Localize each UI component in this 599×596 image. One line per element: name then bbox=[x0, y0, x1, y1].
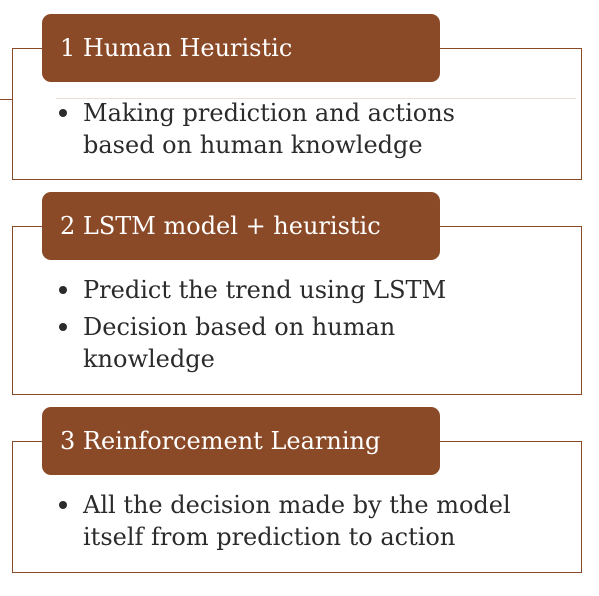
section-1-header: 1 Human Heuristic bbox=[42, 14, 440, 82]
bullet-text: Making prediction and actions based on h… bbox=[83, 99, 455, 159]
bullet-text: All the decision made by the model itsel… bbox=[83, 491, 511, 551]
bullet-dot-icon bbox=[59, 286, 67, 294]
list-item: All the decision made by the model itsel… bbox=[58, 489, 548, 553]
section-1-divider bbox=[56, 98, 576, 99]
bullet-dot-icon bbox=[59, 501, 67, 509]
bullet-dot-icon bbox=[59, 109, 67, 117]
bullet-dot-icon bbox=[59, 323, 67, 331]
list-item: Decision based on human knowledge bbox=[58, 311, 458, 375]
bullet-text: Decision based on human knowledge bbox=[83, 313, 396, 373]
section-2-header: 2 LSTM model + heuristic bbox=[42, 192, 440, 260]
list-item: Making prediction and actions based on h… bbox=[58, 97, 488, 161]
section-3-bullets: All the decision made by the model itsel… bbox=[58, 489, 548, 558]
section-1-bullets: Making prediction and actions based on h… bbox=[58, 97, 488, 166]
section-2-bullets: Predict the trend using LSTM Decision ba… bbox=[58, 274, 458, 380]
list-item: Predict the trend using LSTM bbox=[58, 274, 458, 306]
left-tick-line bbox=[0, 99, 12, 100]
bullet-text: Predict the trend using LSTM bbox=[83, 276, 447, 304]
section-3-header: 3 Reinforcement Learning bbox=[42, 407, 440, 475]
